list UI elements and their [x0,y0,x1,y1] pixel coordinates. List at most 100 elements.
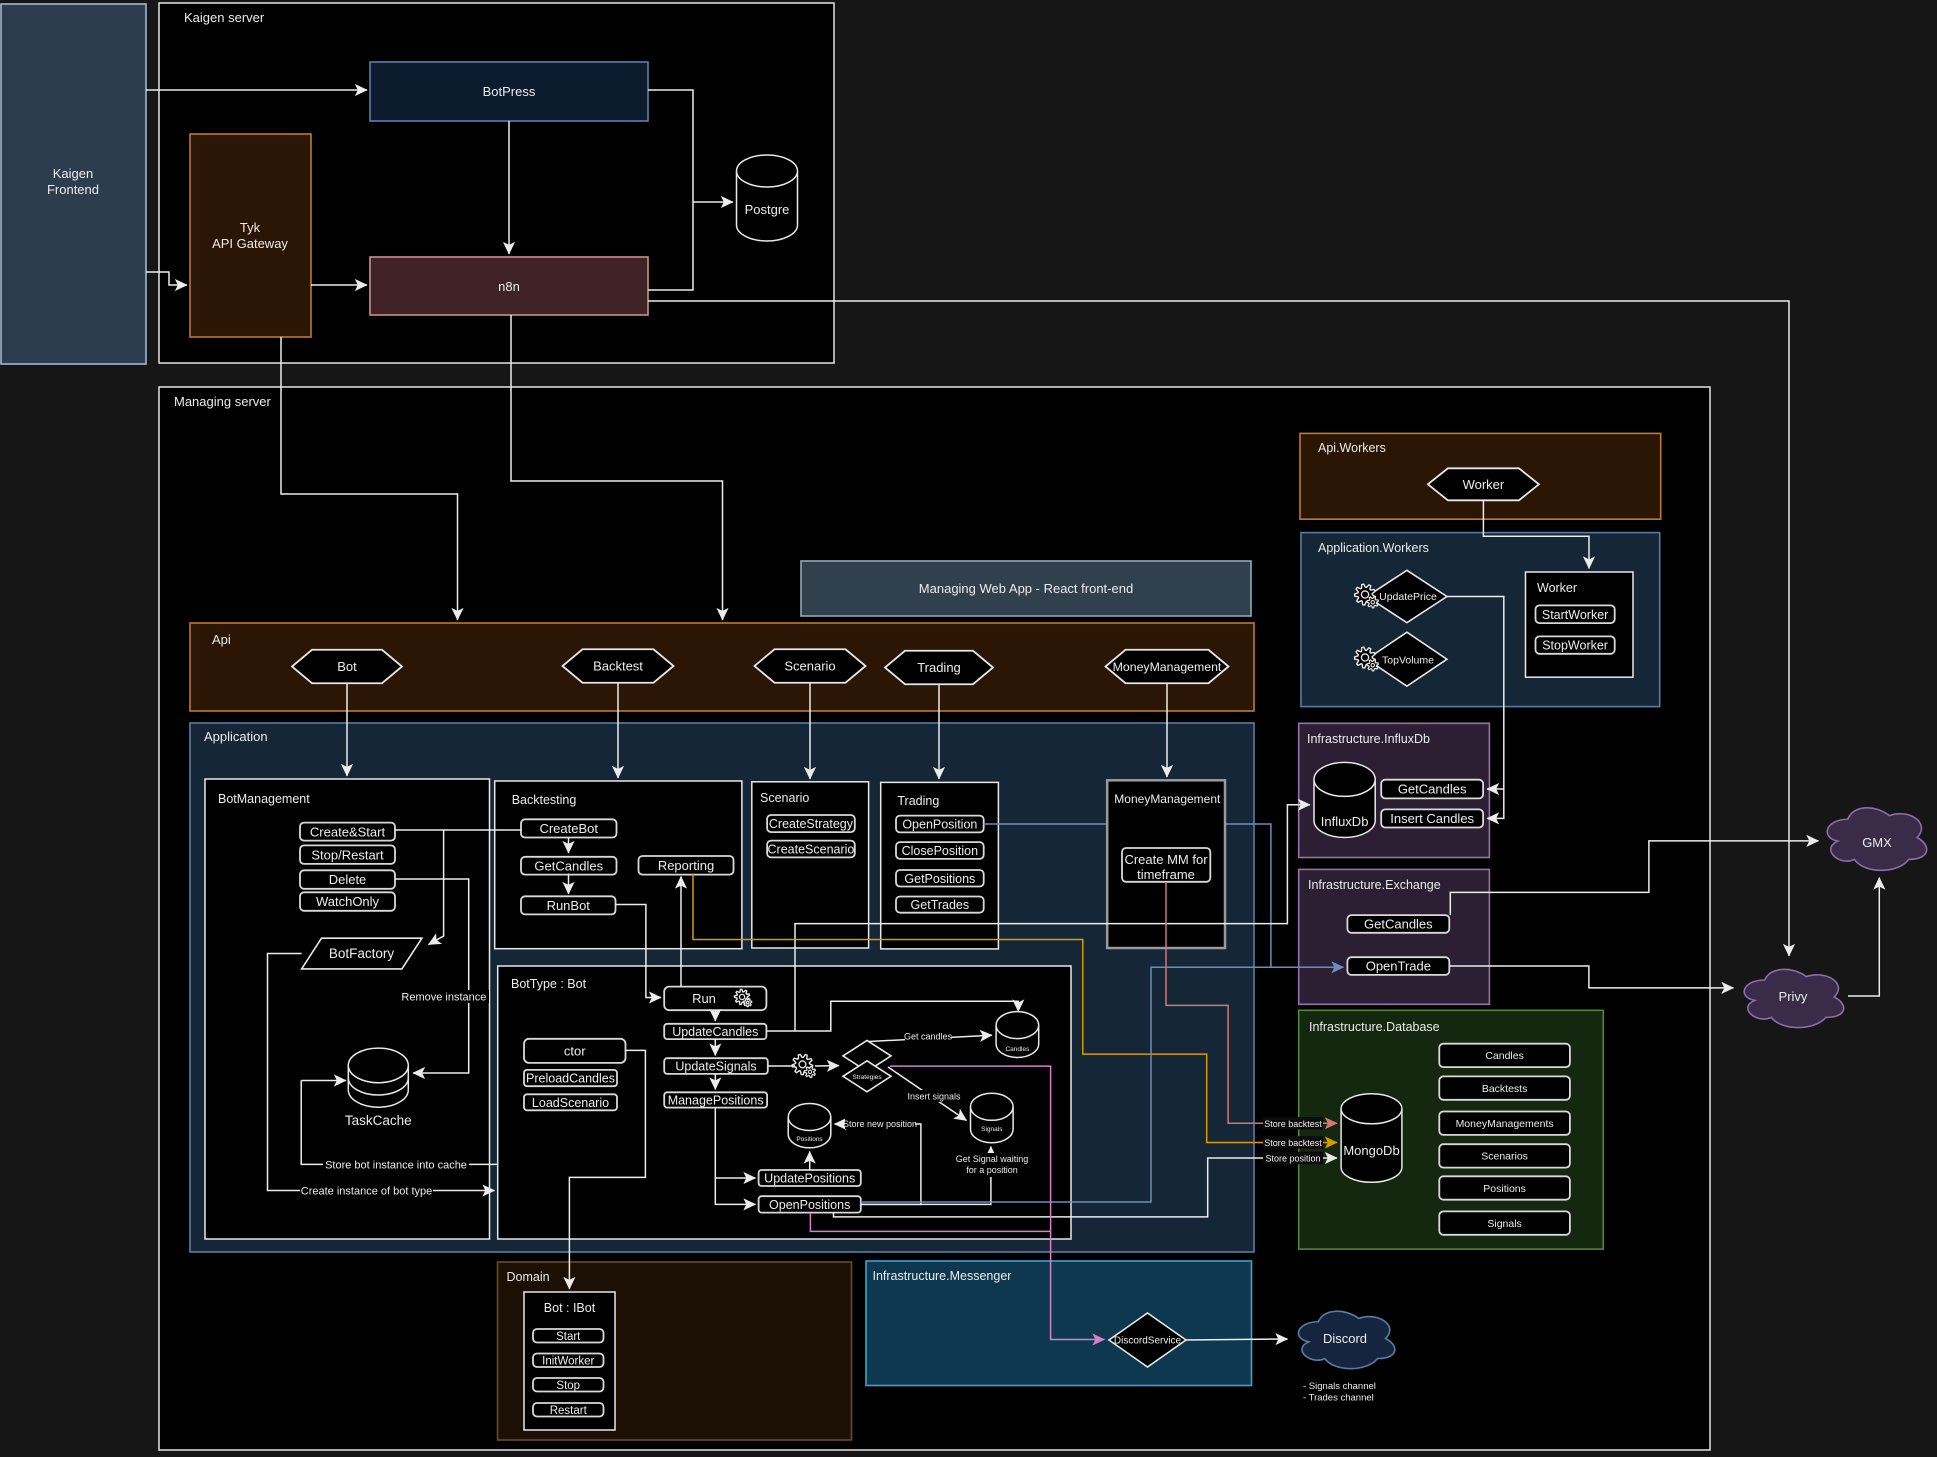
svg-text:InitWorker: InitWorker [542,1355,594,1367]
svg-text:API Gateway: API Gateway [212,236,288,251]
svg-text:DiscordService: DiscordService [1114,1336,1182,1347]
svg-text:Application.Workers: Application.Workers [1318,541,1429,555]
svg-text:ctor: ctor [564,1044,586,1059]
svg-text:Scenario: Scenario [760,791,809,805]
svg-text:Get candles: Get candles [904,1032,953,1042]
svg-text:CreateScenario: CreateScenario [768,843,855,857]
svg-text:PreloadCandles: PreloadCandles [526,1072,615,1086]
svg-text:Postgre: Postgre [745,202,790,217]
svg-text:timeframe: timeframe [1137,867,1195,882]
svg-text:Backtest: Backtest [593,659,643,674]
svg-text:Discord: Discord [1323,1331,1367,1346]
svg-text:CreateBot: CreateBot [539,821,598,836]
svg-text:TopVolume: TopVolume [1382,655,1434,667]
svg-text:Delete: Delete [329,872,367,887]
svg-text:GetCandles: GetCandles [534,858,603,873]
svg-text:Insert Candles: Insert Candles [1390,811,1474,826]
svg-text:Application: Application [204,729,268,744]
svg-text:MongoDb: MongoDb [1343,1143,1399,1158]
svg-text:BotType : Bot: BotType : Bot [511,977,587,991]
svg-text:WatchOnly: WatchOnly [316,894,380,909]
svg-text:Bot : IBot: Bot : IBot [544,1301,596,1315]
svg-text:Remove instance: Remove instance [401,992,486,1004]
svg-text:Stop: Stop [556,1380,580,1392]
svg-text:GetPositions: GetPositions [904,872,975,886]
svg-text:Backtesting: Backtesting [512,793,577,807]
svg-text:Bot: Bot [337,659,357,674]
svg-text:OpenPositions: OpenPositions [769,1198,850,1212]
svg-text:Start: Start [556,1331,581,1343]
svg-text:OpenPosition: OpenPosition [902,818,977,832]
svg-text:Kaigen server: Kaigen server [184,10,265,25]
svg-text:LoadScenario: LoadScenario [532,1096,609,1110]
svg-text:- Trades channel: - Trades channel [1303,1393,1374,1404]
svg-text:BotPress: BotPress [483,84,536,99]
svg-text:GetCandles: GetCandles [1364,917,1433,932]
svg-text:BotManagement: BotManagement [218,792,310,806]
svg-text:Infrastructure.Messenger: Infrastructure.Messenger [873,1269,1012,1283]
svg-text:Stop/Restart: Stop/Restart [311,847,384,862]
svg-text:StopWorker: StopWorker [1542,639,1608,653]
svg-text:MoneyManagements: MoneyManagements [1456,1118,1554,1130]
svg-text:Store new position: Store new position [843,1119,917,1129]
svg-text:Run: Run [692,991,716,1006]
svg-text:MoneyManagement: MoneyManagement [1114,792,1221,806]
svg-text:Signals: Signals [981,1126,1003,1133]
svg-text:ManagePositions: ManagePositions [668,1093,764,1107]
svg-text:Trading: Trading [917,660,961,675]
svg-text:UpdatePrice: UpdatePrice [1379,591,1437,603]
svg-text:Tyk: Tyk [240,220,261,235]
svg-text:ClosePosition: ClosePosition [902,844,978,858]
svg-text:Reporting: Reporting [658,858,714,873]
svg-text:Privy: Privy [1779,989,1808,1004]
svg-text:Positions: Positions [796,1136,823,1143]
svg-text:Infrastructure.Exchange: Infrastructure.Exchange [1308,878,1441,892]
svg-text:UpdateCandles: UpdateCandles [672,1025,758,1039]
svg-text:Store bot instance into cache: Store bot instance into cache [325,1159,467,1171]
svg-text:Infrastructure.Database: Infrastructure.Database [1309,1020,1440,1034]
svg-text:Scenario: Scenario [784,659,835,674]
svg-text:Trading: Trading [897,794,939,808]
svg-text:StartWorker: StartWorker [1542,608,1608,622]
svg-text:CreateStrategy: CreateStrategy [769,817,854,831]
svg-text:Managing server: Managing server [174,394,271,409]
svg-text:n8n: n8n [498,279,520,294]
svg-text:Scenarios: Scenarios [1481,1151,1528,1163]
svg-text:Store backtest: Store backtest [1264,1119,1322,1129]
svg-text:Candles: Candles [1485,1050,1524,1062]
svg-text:Create&Start: Create&Start [310,824,386,839]
svg-text:Strategies: Strategies [852,1074,882,1081]
svg-text:Kaigen: Kaigen [53,166,93,181]
svg-text:Api: Api [212,632,231,647]
svg-text:Store position: Store position [1265,1154,1320,1164]
svg-text:Positions: Positions [1483,1183,1526,1195]
svg-text:Worker: Worker [1463,477,1505,492]
svg-text:Get Signal waiting: Get Signal waiting [956,1154,1029,1164]
svg-text:Candles: Candles [1005,1046,1030,1053]
svg-text:GMX: GMX [1862,835,1892,850]
svg-text:RunBot: RunBot [547,898,591,913]
svg-text:Store backtest: Store backtest [1264,1138,1322,1148]
svg-text:Signals: Signals [1487,1218,1521,1230]
svg-text:GetTrades: GetTrades [911,898,970,912]
svg-text:TaskCache: TaskCache [345,1113,412,1128]
svg-text:Managing Web App - React front: Managing Web App - React front-end [919,581,1133,596]
svg-text:Infrastructure.InfluxDb: Infrastructure.InfluxDb [1307,732,1430,746]
svg-text:- Signals channel: - Signals channel [1303,1381,1376,1392]
svg-text:Backtests: Backtests [1482,1083,1528,1095]
svg-text:Restart: Restart [550,1405,588,1417]
svg-text:Create MM for: Create MM for [1124,852,1208,867]
svg-text:MoneyManagement: MoneyManagement [1113,660,1222,674]
svg-text:Api.Workers: Api.Workers [1318,441,1386,455]
svg-text:OpenTrade: OpenTrade [1366,959,1431,974]
svg-text:Create instance of bot type: Create instance of bot type [301,1186,432,1198]
svg-text:InfluxDb: InfluxDb [1321,814,1369,829]
svg-text:Frontend: Frontend [47,182,99,197]
svg-text:UpdatePositions: UpdatePositions [764,1172,855,1186]
svg-text:UpdateSignals: UpdateSignals [675,1060,756,1074]
svg-text:GetCandles: GetCandles [1398,782,1467,797]
svg-text:for a position: for a position [966,1165,1018,1175]
svg-text:Worker: Worker [1537,581,1577,595]
svg-text:Insert signals: Insert signals [907,1092,961,1102]
svg-text:BotFactory: BotFactory [329,946,395,961]
